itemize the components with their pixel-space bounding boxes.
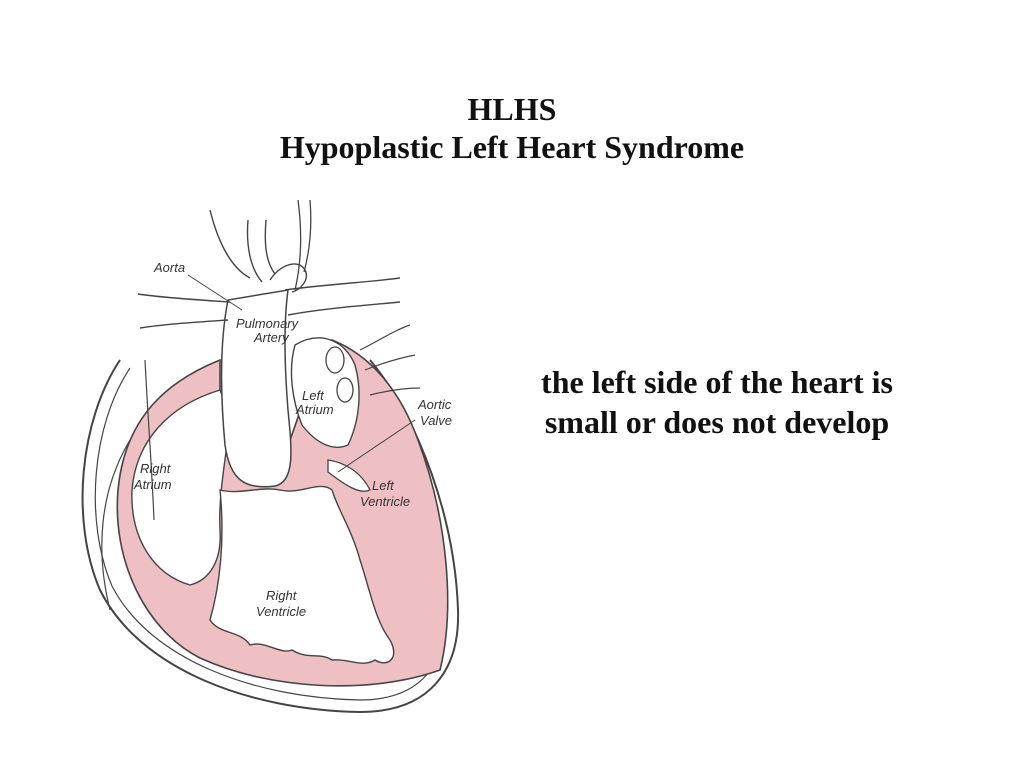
vena-cava — [101, 359, 155, 611]
label-right-atrium-line1: Right — [140, 461, 172, 476]
label-left-ventricle-line1: Left — [372, 478, 395, 493]
aorta-vessel — [209, 209, 276, 283]
caption-text: the left side of the heart is small or d… — [492, 362, 942, 442]
right-ventricle-chamber — [209, 485, 395, 664]
pulmonary-vein-opening — [336, 377, 354, 403]
aorta-leader-line — [187, 274, 243, 311]
label-right-ventricle-line1: Right — [266, 588, 298, 603]
left-ventricle-slit — [327, 459, 371, 492]
label-left-atrium-line1: Left — [302, 388, 325, 403]
label-right-atrium-line2: Atrium — [133, 477, 172, 492]
label-aortic-valve-line1: Aortic — [417, 397, 452, 412]
aortic-valve-leader-line — [337, 419, 416, 473]
aortic-arch — [269, 263, 307, 293]
label-left-atrium-line2: Atrium — [295, 402, 334, 417]
descending-aorta — [294, 199, 312, 291]
title-full-name: Hypoplastic Left Heart Syndrome — [279, 129, 745, 165]
label-left-ventricle-line2: Ventricle — [360, 494, 410, 509]
label-aorta: Aorta — [153, 260, 185, 275]
label-aortic-valve-line2: Valve — [420, 413, 452, 428]
heart-diagram: Aorta Pulmonary Artery Left Atrium Aorti… — [81, 199, 460, 714]
label-right-ventricle-line2: Ventricle — [256, 604, 306, 619]
slide-title: HLHS Hypoplastic Left Heart Syndrome — [0, 90, 1024, 166]
caption-line-1: the left side of the heart is — [541, 364, 893, 400]
pulmonary-vein-vessels — [359, 324, 421, 396]
caption-line-2: small or does not develop — [544, 404, 890, 440]
pulmonary-branch-right — [284, 277, 401, 316]
pulmonary-vein-opening — [325, 346, 345, 374]
pulmonary-trunk — [220, 289, 292, 488]
outer-heart-outline — [81, 359, 460, 714]
label-pulmonary-artery-line1: Pulmonary — [236, 316, 300, 331]
pulmonary-branch-left — [137, 293, 231, 329]
title-abbreviation: HLHS — [467, 91, 557, 127]
label-pulmonary-artery-line2: Artery — [253, 330, 290, 345]
